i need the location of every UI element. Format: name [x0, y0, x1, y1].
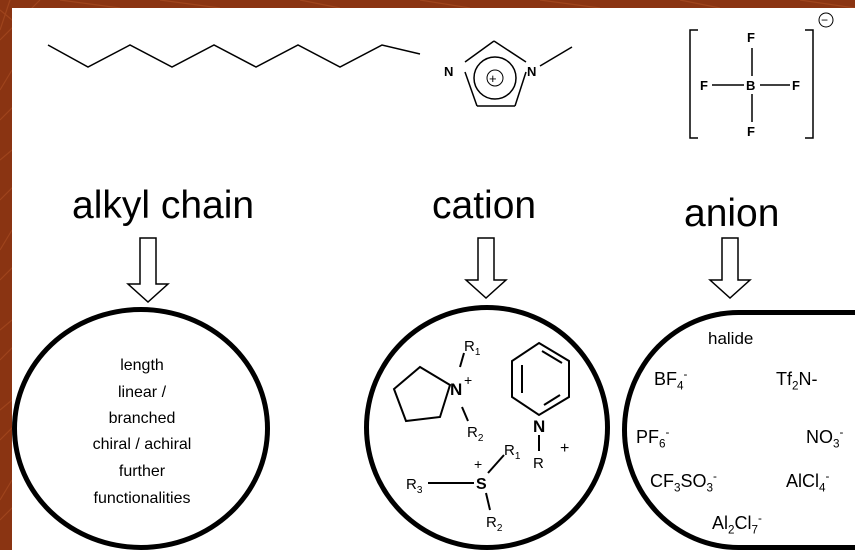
ring-n-left: N — [444, 64, 453, 79]
arrows — [126, 237, 752, 304]
arrow-alkyl — [126, 237, 170, 304]
alkyl-feature-branched: branched — [108, 410, 176, 427]
bf4-structure — [689, 29, 814, 139]
bf4-b: B — [746, 78, 755, 93]
cation-examples-circle — [364, 305, 610, 550]
alkyl-feature-chiral: chiral / achiral — [92, 436, 192, 453]
heading-anion: anion — [684, 192, 780, 235]
sulfonium-s: S — [476, 476, 487, 493]
anion-tf2n: Tf2N- — [776, 369, 818, 393]
ring-n-right: N — [527, 64, 536, 79]
anion-pf6: PF6- — [636, 426, 670, 451]
anion-halide: halide — [708, 329, 754, 348]
pyridinium-ring — [511, 341, 570, 417]
anion-no3: NO3- — [806, 426, 844, 451]
sulfonium-plus: + — [474, 456, 482, 472]
alkyl-feature-functionalities: functionalities — [93, 490, 191, 507]
pyrrolidinium-ring — [392, 365, 452, 423]
pyrrolidinium-r2: R2 — [467, 424, 484, 444]
anion-bf4: BF4- — [654, 368, 688, 393]
anion-alcl4: AlCl4- — [786, 470, 830, 495]
pyridinium-r: R — [533, 455, 544, 472]
arrow-cation — [464, 237, 508, 300]
bf4-f-left: F — [700, 78, 708, 93]
bf4-f-bottom: F — [747, 124, 755, 139]
anion-charge: − — [821, 13, 828, 27]
alkyl-features-circle — [12, 307, 270, 550]
pyrrolidinium-n: N — [450, 380, 462, 399]
anion-charge-circle — [818, 12, 834, 28]
cation-structures-svg: N + R1 R2 N R + S + R1 R2 R3 — [392, 338, 570, 534]
pyridinium-n: N — [533, 417, 545, 436]
sulfonium-r2: R2 — [486, 514, 503, 534]
pyridinium-plus: + — [560, 440, 569, 457]
anion-cf3so3: CF3SO3- — [650, 470, 717, 495]
alkyl-feature-further: further — [118, 463, 166, 480]
arrow-anion — [708, 237, 752, 300]
alkyl-feature-linear: linear / — [117, 384, 167, 401]
alkyl-chain-zigzag — [47, 44, 421, 68]
sulfonium-r3: R3 — [406, 476, 423, 496]
anion-al2cl7: Al2Cl7- — [712, 512, 762, 537]
ring-charge-circle — [486, 69, 504, 87]
heading-alkyl-chain: alkyl chain — [72, 184, 255, 227]
anion-examples-circle — [622, 310, 855, 550]
heading-cation: cation — [432, 184, 537, 227]
sulfonium-r1: R1 — [504, 442, 521, 462]
bf4-f-right: F — [792, 78, 800, 93]
pyrrolidinium-r1: R1 — [464, 338, 481, 358]
ring-charge: + — [489, 71, 497, 86]
bf4-f-top: F — [747, 30, 755, 45]
pyrrolidinium-plus: + — [464, 372, 472, 388]
imidazolium-ring — [464, 40, 573, 107]
alkyl-feature-length: length — [120, 357, 164, 374]
